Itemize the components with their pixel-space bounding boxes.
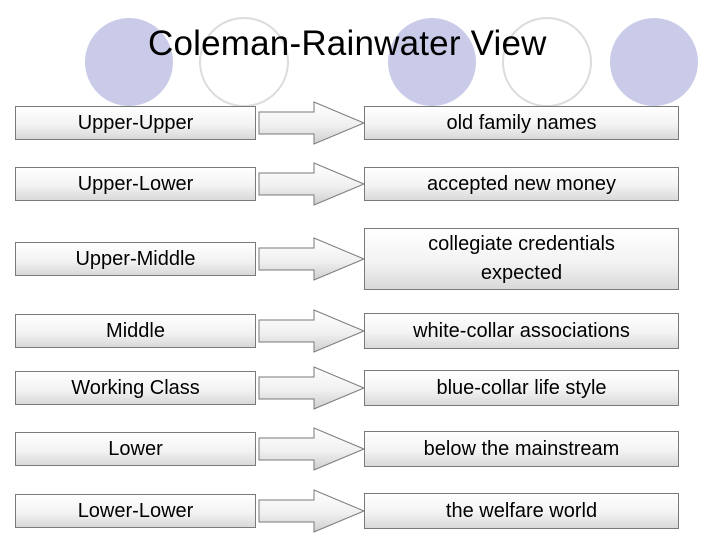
class-description-box: collegiate credentials expected [364,228,679,290]
right-arrow-icon [258,101,366,145]
filled-circle-3 [610,18,698,106]
class-description-box: white-collar associations [364,313,679,349]
class-label-box: Upper-Lower [15,167,256,201]
right-arrow-icon [258,237,366,281]
class-description-box: blue-collar life style [364,370,679,406]
class-label-box: Lower [15,432,256,466]
class-label-box: Lower-Lower [15,494,256,528]
filled-circle-2 [388,18,476,106]
class-description-box: below the mainstream [364,431,679,467]
right-arrow-icon [258,489,366,533]
right-arrow-icon [258,366,366,410]
filled-circle-1 [85,18,173,106]
class-description-box: the welfare world [364,493,679,529]
right-arrow-icon [258,162,366,206]
right-arrow-icon [258,427,366,471]
class-label-box: Working Class [15,371,256,405]
class-description-box: old family names [364,106,679,140]
right-arrow-icon [258,309,366,353]
class-description-box: accepted new money [364,167,679,201]
class-label-box: Middle [15,314,256,348]
class-label-box: Upper-Upper [15,106,256,140]
page-title: Coleman-Rainwater View [148,24,547,63]
class-label-box: Upper-Middle [15,242,256,276]
